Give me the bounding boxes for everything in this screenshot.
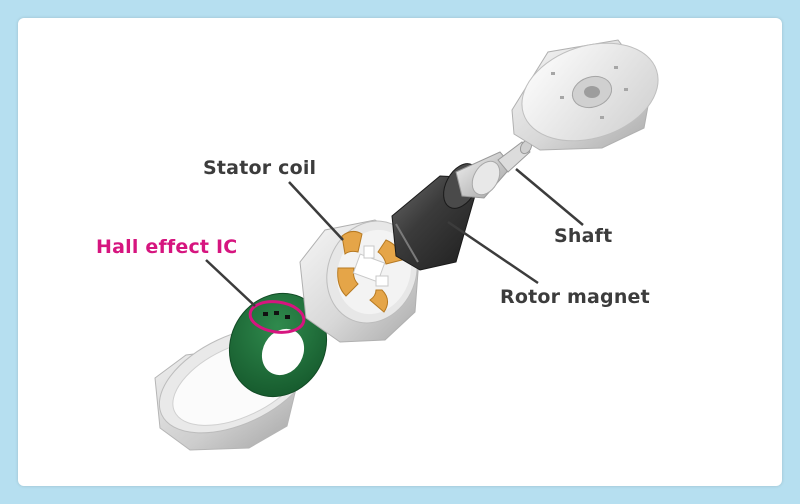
leader-line-stator-coil (288, 181, 344, 241)
leader-line-shaft (515, 168, 584, 226)
stator-teeth (352, 245, 389, 287)
diagram-panel: Stator coil Hall effect IC Shaft Rotor m… (18, 18, 782, 486)
hall-ic-highlight (248, 300, 306, 334)
label-hall-effect-ic: Hall effect IC (96, 236, 238, 258)
label-shaft: Shaft (554, 225, 613, 247)
motor-exploded-view (154, 39, 659, 451)
rotor-shaft (455, 139, 533, 199)
hall-sensor-chips (263, 311, 290, 319)
rotor-magnet (391, 163, 481, 271)
label-rotor-magnet: Rotor magnet (500, 286, 650, 308)
leader-line-hall-effect-ic (205, 259, 256, 307)
leader-lines (205, 168, 584, 307)
label-stator-coil: Stator coil (203, 157, 317, 179)
end-cap-screw-holes (551, 66, 628, 119)
leader-line-rotor-magnet (447, 220, 539, 285)
end-cap (511, 39, 659, 151)
